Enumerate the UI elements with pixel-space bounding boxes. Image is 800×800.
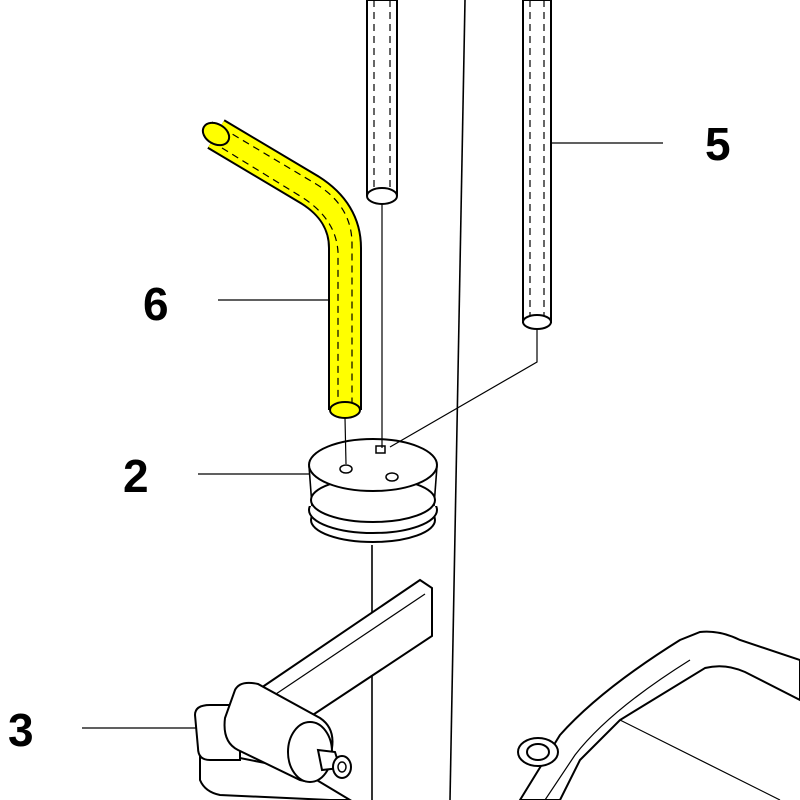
part-5-tube-left	[366, 0, 398, 448]
part-5-tube-right	[389, 0, 552, 448]
callout-3: 3	[8, 704, 34, 756]
part-3-bracket	[193, 578, 433, 800]
base-plate	[517, 630, 800, 800]
leader-lines	[82, 142, 663, 729]
part-2-cap	[308, 438, 438, 543]
callout-5: 5	[705, 118, 731, 170]
callout-6: 6	[143, 278, 169, 330]
part-6-bent-tube	[201, 119, 362, 465]
callout-2: 2	[123, 450, 149, 502]
